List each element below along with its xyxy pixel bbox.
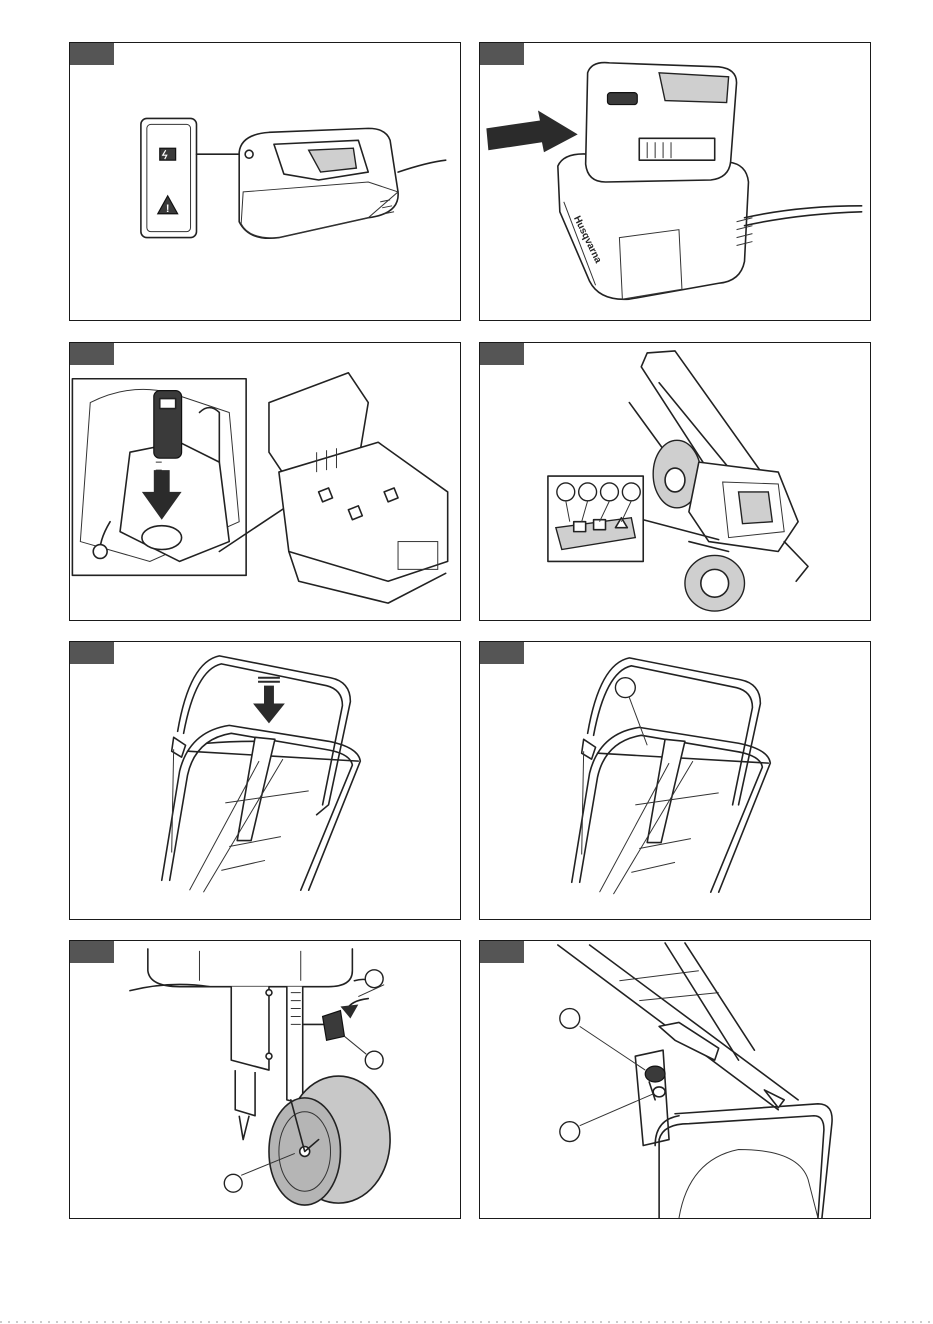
panel-handle-press [69, 641, 461, 920]
panel-control-panel [479, 342, 871, 621]
panel-handle-cable [479, 641, 871, 920]
tiller-illustration [480, 343, 870, 620]
arrow-icon [486, 111, 577, 153]
callout-marker [224, 1174, 242, 1192]
page-footer-marks [0, 1318, 933, 1324]
handle-knobs-illustration [480, 941, 870, 1218]
callout-marker [615, 678, 635, 698]
panel-key-insert [69, 342, 461, 621]
battery-icon [160, 148, 176, 160]
handle-cable-illustration [480, 642, 870, 919]
callout-marker [560, 1009, 580, 1029]
handle-illustration [70, 642, 460, 919]
callout-marker [601, 483, 619, 501]
callout-marker [365, 970, 383, 988]
callout-marker [622, 483, 640, 501]
wheel-illustration [70, 941, 460, 1218]
battery-charger-illustration: Husqvarna [480, 43, 870, 320]
panel-handle-knobs [479, 940, 871, 1219]
key-insert-illustration [70, 343, 460, 620]
svg-text:!: ! [166, 203, 170, 215]
panel-wheel-height [69, 940, 461, 1219]
callout-marker [365, 1051, 383, 1069]
callout-marker [560, 1122, 580, 1142]
panel-charger-indicators: ! [69, 42, 461, 321]
callout-marker [579, 483, 597, 501]
panel-battery-insert-charger: Husqvarna [479, 42, 871, 321]
callout-marker [557, 483, 575, 501]
charger-illustration: ! [70, 43, 460, 320]
